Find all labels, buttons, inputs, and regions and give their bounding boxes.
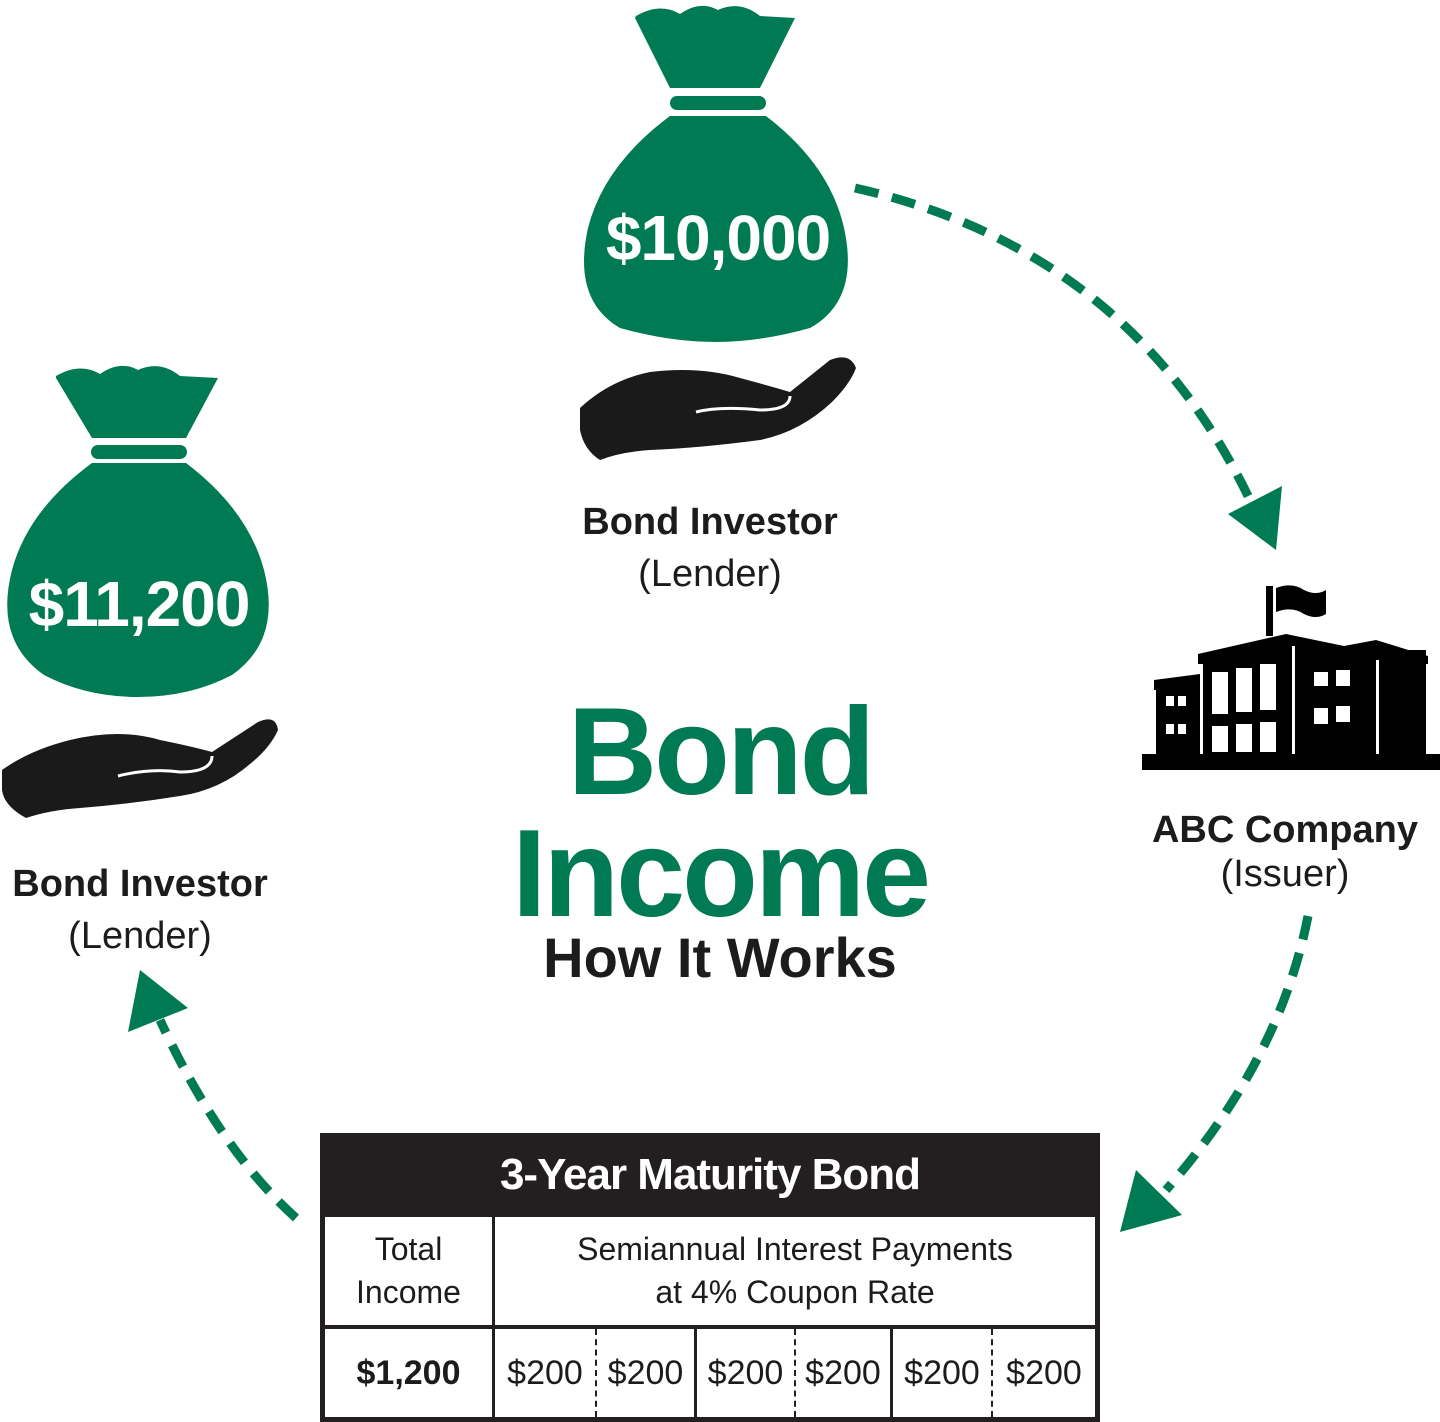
top-investor-role: (Lender) [638, 553, 782, 595]
final-amount: $11,200 [28, 568, 251, 640]
left-investor-title: Bond Investor [12, 863, 268, 905]
open-hand-icon [580, 357, 856, 460]
total-income-value: $1,200 [356, 1353, 461, 1392]
payment-cell: $200 [607, 1353, 684, 1392]
year-divider [694, 1329, 697, 1417]
title-subtitle: How It Works [543, 926, 897, 989]
half-year-divider [794, 1329, 796, 1417]
year-divider [890, 1329, 893, 1417]
half-year-divider [595, 1329, 597, 1417]
top-investor-title: Bond Investor [582, 501, 838, 543]
bond-table: 3-Year Maturity Bond Total Income Semian… [320, 1133, 1100, 1422]
header-total-income: Total Income [325, 1217, 492, 1325]
arrow-table-to-investor [128, 970, 300, 1222]
bond-table-title: 3-Year Maturity Bond [499, 1150, 921, 1199]
arrow-issuer-to-table [1120, 915, 1313, 1232]
row-divider [325, 1325, 1095, 1329]
issuer-role: (Issuer) [1220, 853, 1350, 895]
payment-cell: $200 [507, 1353, 583, 1392]
open-hand-icon [2, 719, 278, 818]
column-divider [492, 1217, 495, 1417]
bond-table-body: Total Income Semiannual Interest Payment… [325, 1217, 1095, 1417]
title-line-income: Income [511, 805, 931, 943]
header-payments: Semiannual Interest Payments at 4% Coupo… [495, 1217, 1095, 1325]
half-year-divider [991, 1329, 993, 1417]
principal-amount: $10,000 [605, 202, 831, 274]
header-payments-line2: at 4% Coupon Rate [655, 1274, 935, 1310]
arrow-investor-to-issuer [854, 183, 1282, 550]
left-investor-role: (Lender) [68, 915, 212, 957]
payment-cell: $200 [707, 1353, 784, 1392]
office-building-with-flag-icon [1142, 585, 1440, 770]
payment-cell: $200 [805, 1353, 881, 1392]
issuer-title: ABC Company [1151, 809, 1419, 851]
header-total-line1: Total [374, 1231, 443, 1267]
payment-cell: $200 [904, 1353, 980, 1392]
building-windows [1166, 646, 1379, 754]
header-payments-line1: Semiannual Interest Payments [577, 1231, 1013, 1267]
title-line-bond: Bond [567, 683, 876, 821]
money-bag-icon [584, 5, 848, 342]
money-bag-icon [7, 365, 269, 697]
payment-cell: $200 [1006, 1353, 1082, 1392]
header-total-line2: Income [356, 1274, 461, 1310]
